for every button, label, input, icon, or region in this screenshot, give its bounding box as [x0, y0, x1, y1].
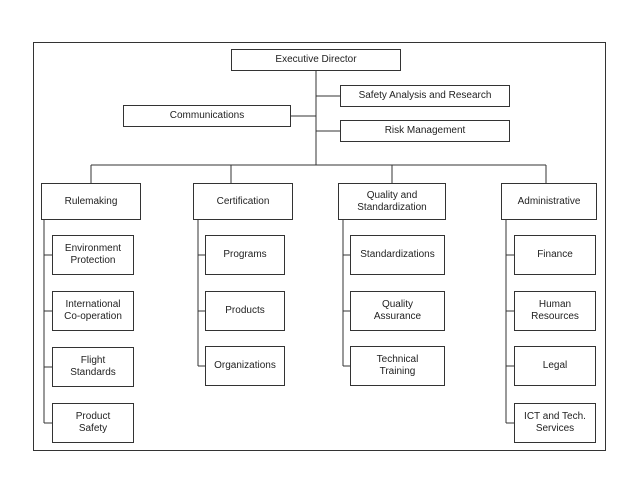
- unit-product-safety: Product Safety: [52, 403, 134, 443]
- unit-standardizations: Standardizations: [350, 235, 445, 275]
- unit-international-cooperation: International Co-operation: [52, 291, 134, 331]
- division-administrative: Administrative: [501, 183, 597, 220]
- communications-box: Communications: [123, 105, 291, 127]
- unit-ict-tech-services: ICT and Tech. Services: [514, 403, 596, 443]
- org-chart-frame: [33, 42, 606, 451]
- safety-analysis-box: Safety Analysis and Research: [340, 85, 510, 107]
- unit-programs: Programs: [205, 235, 285, 275]
- unit-human-resources: Human Resources: [514, 291, 596, 331]
- unit-flight-standards: Flight Standards: [52, 347, 134, 387]
- unit-finance: Finance: [514, 235, 596, 275]
- unit-environment-protection: Environment Protection: [52, 235, 134, 275]
- division-certification: Certification: [193, 183, 293, 220]
- division-rulemaking: Rulemaking: [41, 183, 141, 220]
- unit-quality-assurance: Quality Assurance: [350, 291, 445, 331]
- unit-products: Products: [205, 291, 285, 331]
- unit-organizations: Organizations: [205, 346, 285, 386]
- risk-management-box: Risk Management: [340, 120, 510, 142]
- division-quality-standardization: Quality and Standardization: [338, 183, 446, 220]
- unit-legal: Legal: [514, 346, 596, 386]
- executive-director-box: Executive Director: [231, 49, 401, 71]
- unit-technical-training: Technical Training: [350, 346, 445, 386]
